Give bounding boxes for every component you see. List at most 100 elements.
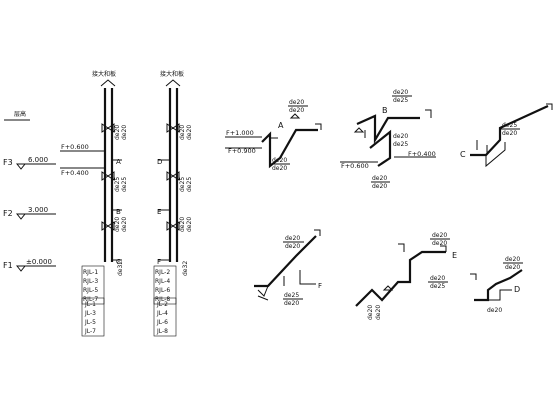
riser-right-outlet-3: JL-6	[156, 319, 168, 326]
riser-right-size-1: de20	[179, 125, 186, 140]
riser-right: 接大和板 D E F de20 de20 de25 de25 de20 de20…	[153, 70, 193, 337]
riser-left-pipe-label-1: RJL-1	[83, 269, 98, 276]
level-floor-f2: F2	[3, 209, 13, 218]
detail-f-size-2: de20	[285, 243, 300, 250]
riser-left-size-6: de20	[121, 217, 128, 232]
detail-d: de20 de20 D de20	[470, 256, 523, 314]
detail-b-elev-1: F+0.400	[408, 150, 436, 158]
level-elev-f2: 3.000	[28, 206, 48, 214]
riser-left-size-1: de20	[114, 125, 121, 140]
detail-b-pipe-lower	[369, 129, 392, 167]
detail-c-pipe-branch	[485, 142, 506, 168]
riser-left-node-b: B	[116, 208, 121, 216]
riser-left-pipe-tag-box	[81, 265, 105, 305]
detail-f-pipe	[254, 235, 317, 288]
riser-left-size-3: de25	[114, 177, 121, 192]
riser-left-outlet-tag-box	[81, 297, 105, 337]
detail-e-valve	[382, 285, 394, 291]
riser-right-size-2: de20	[186, 125, 193, 140]
riser-right-pipe-label-1: RJL-2	[155, 269, 170, 276]
detail-c-risers	[476, 140, 488, 153]
detail-b-size-4: de25	[393, 141, 408, 148]
riser-left-pipe-label-4: RJL-7	[83, 296, 98, 303]
detail-a-pipe	[261, 128, 318, 169]
riser-right-pipe-label-2: RJL-4	[155, 278, 170, 285]
detail-e: de20 de20 E de20 de25 de20 de20	[355, 232, 457, 320]
riser-left-valve-1	[101, 123, 115, 133]
level-elev-f3: 6.000	[28, 156, 48, 164]
detail-b: de20 de25 B de20 de25 F+0.400 F+0.600 de…	[340, 89, 436, 190]
level-floor-f3: F3	[3, 158, 13, 167]
detail-b-size-3: de20	[393, 133, 408, 140]
riser-right-title: 接大和板	[160, 70, 184, 78]
detail-b-size-5: de20	[372, 175, 387, 182]
detail-f-label: F	[318, 282, 322, 290]
riser-left-size-7: de32	[117, 261, 124, 276]
riser-left: 接大和板 A B C F+0.600 F+0.400 de20 de20 de2…	[60, 70, 128, 337]
detail-e-pipe	[355, 250, 446, 307]
riser-left-elev-2: F+0.400	[61, 169, 89, 177]
detail-c-size-2: de20	[502, 130, 517, 137]
detail-f: de20 de20 F de25 de20	[254, 229, 322, 307]
riser-right-node-d: D	[157, 158, 162, 166]
riser-right-size-6: de20	[186, 217, 193, 232]
level-marker-f1	[15, 265, 27, 272]
riser-left-outlet-1: JL-1	[84, 301, 96, 308]
detail-d-size-2: de20	[505, 264, 520, 271]
riser-right-node-e: E	[157, 208, 161, 216]
riser-left-size-2: de20	[121, 125, 128, 140]
riser-right-valve-1	[166, 123, 180, 133]
riser-right-node-f: F	[157, 258, 161, 266]
detail-c: de25 de20 C	[460, 103, 553, 168]
detail-a-size-3: de20	[272, 157, 287, 164]
detail-d-fixture	[470, 273, 477, 280]
detail-c-pipe	[470, 105, 549, 157]
detail-f-valve	[257, 285, 269, 301]
riser-left-title: 接大和板	[92, 70, 116, 78]
detail-a-size-2: de20	[289, 107, 304, 114]
riser-right-valve-2	[166, 171, 180, 181]
detail-a-size-1: de20	[289, 99, 304, 106]
detail-d-size-3: de20	[487, 307, 502, 314]
detail-f-size-1: de20	[285, 235, 300, 242]
detail-e-size-2: de20	[432, 240, 447, 247]
detail-d-branch	[488, 289, 512, 301]
riser-left-vent-cap	[100, 79, 116, 87]
detail-b-fixture	[425, 109, 432, 118]
riser-left-valve-3	[101, 221, 115, 231]
detail-d-label: D	[514, 285, 520, 294]
detail-f-size-3: de25	[284, 292, 299, 299]
level-header: 层高	[14, 110, 26, 118]
detail-a-valve	[289, 113, 301, 119]
riser-right-outlet-4: JL-8	[156, 328, 168, 335]
detail-b-size-6: de20	[372, 183, 387, 190]
detail-e-fixtures	[398, 243, 447, 252]
detail-e-size-6: de20	[375, 305, 382, 320]
detail-d-size-1: de20	[505, 256, 520, 263]
riser-right-size-5: de20	[179, 217, 186, 232]
riser-right-size-7: de32	[182, 261, 189, 276]
detail-e-size-4: de25	[430, 283, 445, 290]
detail-a: de20 de20 A F+1.000 F+0.900 de20 de20	[225, 99, 322, 172]
detail-e-size-1: de20	[432, 232, 447, 239]
detail-a-fixture	[270, 123, 322, 139]
detail-a-size-4: de20	[272, 165, 287, 172]
detail-a-label: A	[278, 121, 284, 130]
detail-e-size-5: de20	[367, 305, 374, 320]
detail-f-fixture	[314, 229, 321, 236]
riser-left-valve-2	[101, 171, 115, 181]
detail-b-label: B	[382, 106, 388, 115]
riser-right-outlet-1: JL-2	[156, 301, 168, 308]
riser-right-valve-3	[166, 221, 180, 231]
detail-f-size-4: de20	[284, 300, 299, 307]
riser-left-size-4: de25	[121, 177, 128, 192]
riser-right-outlet-2: JL-4	[156, 310, 168, 317]
riser-left-node-a: A	[116, 158, 121, 166]
riser-left-outlet-4: JL-7	[84, 328, 96, 335]
riser-right-pipe-label-3: RJL-6	[155, 287, 170, 294]
detail-b-elev-2: F+0.600	[341, 162, 369, 170]
detail-b-valve	[353, 127, 366, 138]
detail-a-elev-2: F+0.900	[228, 147, 256, 155]
riser-left-outlet-2: JL-3	[84, 310, 96, 317]
